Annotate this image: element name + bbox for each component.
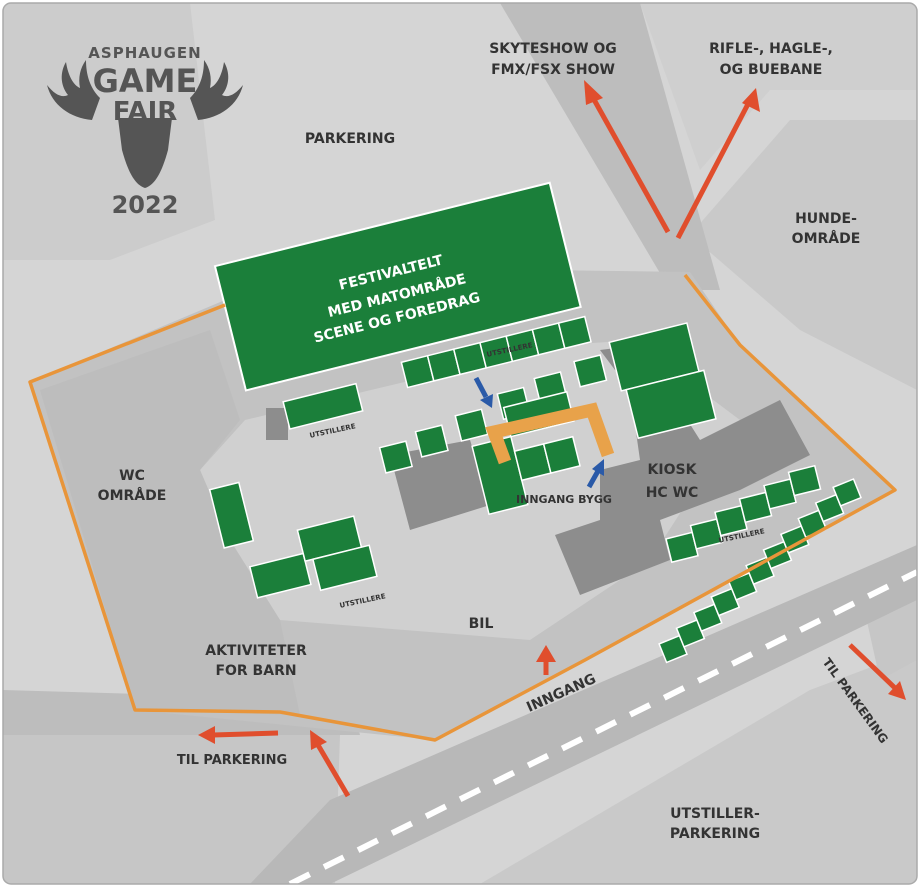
field-top-right: [690, 120, 917, 390]
label-aktiviteter-2: FOR BARN: [215, 663, 296, 679]
logo-fair: FAIR: [113, 97, 178, 127]
building-center: [390, 440, 490, 530]
blue-arrow-icon: [473, 376, 489, 399]
arrow-til-parkering-right-icon: [848, 643, 897, 690]
left-ground: [40, 330, 300, 715]
moose-head-icon: [118, 118, 172, 188]
parking-field-top-left: [3, 3, 215, 260]
festival-tent: [213, 181, 582, 392]
stand: [248, 552, 312, 599]
stand: [573, 354, 608, 388]
main-road: [250, 545, 917, 884]
label-parkering: PARKERING: [305, 131, 395, 147]
label-wc-2: OMRÅDE: [98, 487, 167, 504]
stand: [208, 481, 255, 549]
asphaugen-logo: ASPHAUGEN GAME FAIR 2022: [47, 44, 243, 219]
arrow-to-skyteshow-icon: [589, 94, 671, 234]
arrow-to-rifle-icon: [675, 102, 751, 240]
antler-left-icon: [47, 60, 100, 120]
stand: [832, 478, 862, 507]
label-kiosk-2: HC WC: [646, 485, 699, 501]
label-skyteshow-1: SKYTESHOW OG: [489, 41, 617, 57]
blue-arrow-icon: [586, 469, 601, 489]
label-inngang-bygg: INNGANG BYGG: [516, 493, 612, 506]
label-rifle-2: OG BUEBANE: [720, 62, 823, 78]
label-hunde-1: HUNDE-: [795, 211, 857, 227]
arrow-up-left-road-icon: [315, 743, 351, 798]
label-rifle-1: RIFLE-, HAGLE-,: [709, 41, 833, 57]
arrow-til-parkering-left-icon: [212, 730, 279, 738]
event-perimeter: [28, 273, 897, 742]
stand: [625, 369, 717, 440]
stand: [378, 440, 414, 474]
stand: [414, 424, 449, 458]
label-skyteshow-2: FMX/FSX SHOW: [491, 62, 615, 78]
field-bottom-left: [3, 735, 340, 884]
logo-year: 2022: [112, 191, 179, 219]
building-small: [266, 408, 288, 440]
stand: [312, 544, 378, 592]
building-entry-path: [485, 402, 615, 465]
label-utstiller-parkering-2: PARKERING: [670, 826, 760, 842]
stand: [454, 408, 489, 442]
label-bil: BIL: [469, 616, 494, 632]
logo-game: GAME: [93, 62, 198, 100]
label-til-parkering-left: TIL PARKERING: [177, 753, 287, 768]
stand: [557, 315, 592, 350]
parking-bottom-right: [480, 650, 917, 884]
label-kiosk-1: KIOSK: [648, 462, 698, 478]
label-utstiller-parkering-1: UTSTILLER-: [670, 806, 760, 822]
field-top-right-upper: [640, 3, 917, 170]
stand: [542, 435, 581, 474]
label-aktiviteter-1: AKTIVITETER: [205, 643, 307, 659]
stand: [282, 382, 364, 430]
road-top-diagonal: [500, 3, 720, 290]
antler-right-icon: [190, 60, 243, 120]
stand: [787, 464, 822, 497]
building-right: [555, 345, 810, 595]
label-wc-1: WC: [119, 468, 145, 484]
label-hunde-2: OMRÅDE: [792, 230, 861, 247]
logo-top-text: ASPHAUGEN: [88, 44, 201, 62]
road-center-line: [288, 569, 917, 884]
